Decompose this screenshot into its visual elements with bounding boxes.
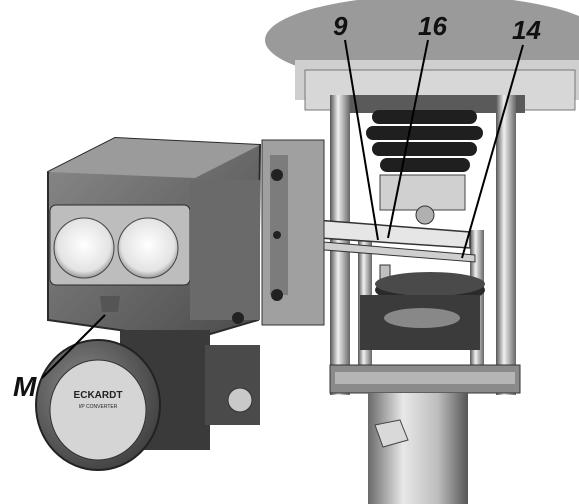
callout-16: 16: [418, 11, 447, 41]
callout-9: 9: [333, 11, 348, 41]
bellows: [366, 110, 483, 172]
subtitle-text: I/P CONVERTER: [79, 404, 118, 410]
positioner-housing: [47, 136, 262, 342]
linkage-mechanism: [289, 174, 521, 394]
converter-cap: [35, 330, 260, 471]
brand-text: ECKARDT: [74, 390, 123, 401]
mounting-bracket: [261, 139, 325, 326]
valve-body: [368, 393, 468, 504]
yoke-pillars: [330, 95, 516, 395]
callout-14: 14: [512, 15, 541, 45]
callout-m: M: [13, 371, 37, 402]
leader-lines: [41, 39, 524, 379]
